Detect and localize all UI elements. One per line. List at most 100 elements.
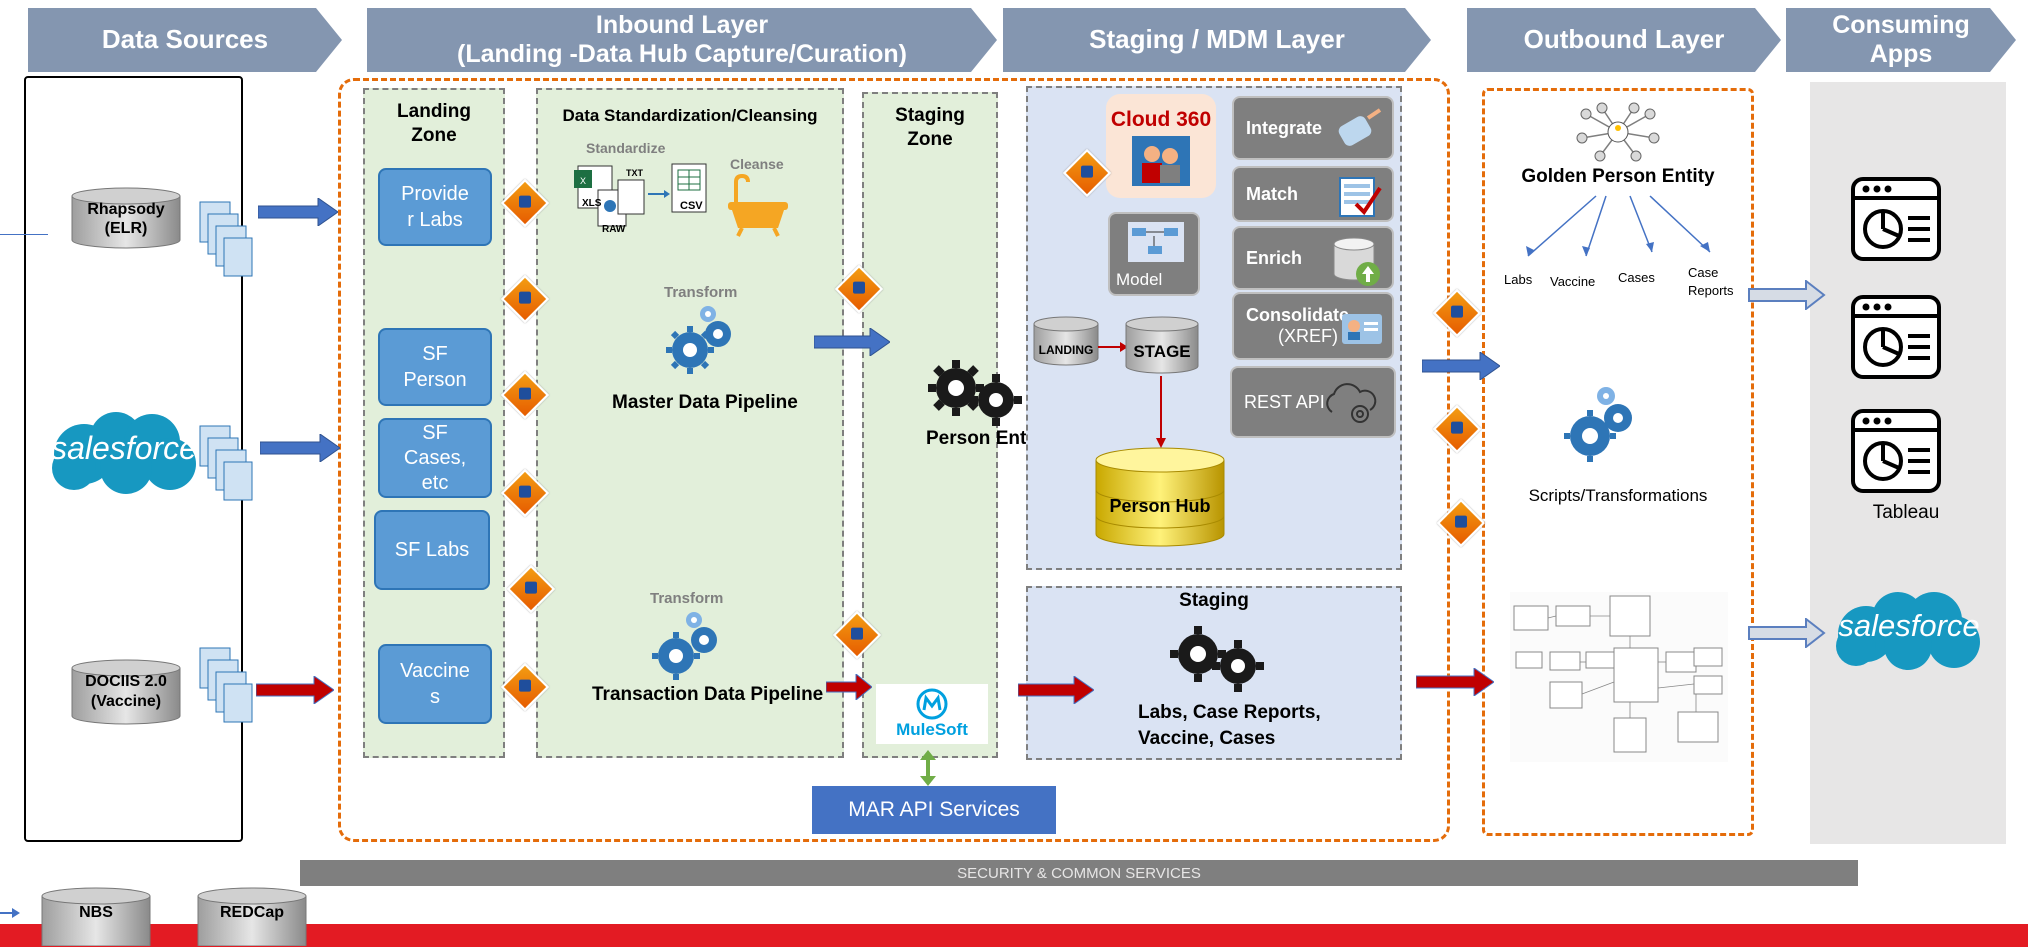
- black-gears-icon: [928, 360, 1022, 426]
- id-card-icon: [1342, 314, 1382, 344]
- file-raw-label: RAW: [602, 224, 626, 235]
- header-inbound-line2: (Landing -Data Hub Capture/Curation): [457, 40, 907, 68]
- stage-to-hub-arrow: [1156, 376, 1166, 448]
- header-inbound-layer: Inbound Layer (Landing -Data Hub Capture…: [367, 8, 997, 72]
- header-consuming-apps: Consuming Apps: [1786, 8, 2016, 72]
- scripts-transformations-label: Scripts/Transformations: [1528, 486, 1708, 505]
- security-common-services-label: SECURITY & COMMON SERVICES: [957, 864, 1201, 882]
- mulesoft-label: MuleSoft: [896, 720, 968, 739]
- outbound-case-reports-line2: Reports: [1688, 282, 1734, 298]
- integrate-label: Integrate: [1246, 117, 1323, 138]
- header-outbound-label: Outbound Layer: [1523, 24, 1725, 55]
- staging-box-line1: Labs, Case Reports,: [1138, 702, 1321, 723]
- staging-zone-title: Staging Zone: [862, 104, 998, 152]
- file-txt-label: TXT: [626, 168, 643, 178]
- rhapsody-label-line1: Rhapsody: [87, 201, 165, 218]
- consolidate-label-line2: (XREF): [1278, 326, 1338, 346]
- plug-icon: [1338, 108, 1382, 146]
- landing-zone-title-line2: Zone: [411, 124, 457, 146]
- bottom-red-bar: [0, 924, 2028, 947]
- dociis-label: DOCIIS 2.0 (Vaccine): [70, 672, 182, 712]
- flow-arrow-outline: [1748, 280, 1826, 310]
- file-csv-label: CSV: [680, 200, 703, 212]
- gears-icon: [666, 306, 731, 374]
- dashboard-icon: [1851, 177, 1941, 261]
- inbound-staging-container: [338, 78, 1450, 842]
- outbound-cases-label: Cases: [1618, 270, 1655, 285]
- landing-item-vaccines: Vaccine s: [378, 644, 492, 724]
- integrate-box: Integrate: [1232, 96, 1394, 160]
- stacked-files-icon: [199, 647, 253, 723]
- rhapsody-label: Rhapsody (ELR): [70, 200, 182, 238]
- mulesoft-mar-connector: [920, 750, 936, 786]
- consolidate-label-line1: Consolidate: [1246, 305, 1350, 325]
- model-diagram-icon: [1128, 222, 1184, 262]
- rhapsody-label-line2: (ELR): [104, 220, 148, 238]
- standardization-title: Data Standardization/Cleansing: [562, 106, 818, 125]
- model-label: Model: [1116, 270, 1163, 289]
- model-box: Model: [1108, 212, 1200, 296]
- salesforce-consumer-label: salesforce: [1838, 608, 1980, 643]
- header-inbound-line1: Inbound Layer: [595, 11, 769, 40]
- cloud360-label: Cloud 360: [1110, 108, 1212, 131]
- golden-entity-branches: [1526, 195, 1711, 257]
- tableau-label: Tableau: [1872, 502, 1940, 523]
- gears-icon: [1564, 387, 1632, 462]
- mar-api-services-label: MAR API Services: [848, 798, 1020, 821]
- transform-label-2: Transform: [650, 590, 724, 607]
- outbound-panel: [1482, 88, 1754, 836]
- header-data-sources: Data Sources: [28, 8, 342, 72]
- flow-arrow-red: [826, 674, 872, 700]
- dashboard-icon: [1851, 409, 1941, 493]
- nbs-database-icon: [41, 887, 151, 946]
- nbs-arrow: [0, 908, 20, 918]
- staging-zone-panel: [862, 92, 998, 758]
- checklist-icon: [1339, 177, 1382, 217]
- golden-person-entity-label: Golden Person Entity: [1521, 166, 1715, 187]
- redcap-database-icon: [197, 887, 307, 946]
- landing-zone-title-line1: Landing: [397, 101, 471, 122]
- cleanse-label: Cleanse: [730, 156, 784, 172]
- flow-arrow-blue: [1422, 352, 1500, 380]
- header-staging-mdm-label: Staging / MDM Layer: [1089, 24, 1345, 55]
- landing-item-sf-cases: SF Cases, etc: [378, 418, 492, 498]
- database-up-icon: [1333, 237, 1380, 286]
- stacked-files-icon: [199, 201, 253, 277]
- stage-db-label: STAGE: [1133, 342, 1191, 361]
- staging-box-panel: [1026, 586, 1402, 760]
- security-common-services-bar: SECURITY & COMMON SERVICES: [300, 860, 1858, 886]
- match-label: Match: [1246, 183, 1299, 204]
- header-staging-mdm: Staging / MDM Layer: [1003, 8, 1431, 72]
- staging-box-line2: Vaccine, Cases: [1138, 727, 1276, 749]
- landing-db-label: LANDING: [1038, 343, 1094, 357]
- flow-arrow-red: [1018, 676, 1094, 704]
- left-connector-line: [0, 234, 48, 235]
- master-data-pipeline-label: Master Data Pipeline: [612, 392, 798, 413]
- staging-zone-title-line2: Zone: [907, 128, 953, 150]
- cloud360-box: Cloud 360: [1106, 94, 1216, 198]
- flow-arrow-blue: [814, 328, 890, 356]
- gears-icon: [652, 612, 717, 680]
- match-box: Match: [1232, 166, 1394, 222]
- staging-box-title: Staging: [1179, 590, 1249, 611]
- header-consuming-line2: Apps: [1869, 40, 1933, 68]
- salesforce-logo-icon: [52, 412, 196, 494]
- header-outbound: Outbound Layer: [1467, 8, 1781, 72]
- dociis-label-line2: (Vaccine): [90, 693, 162, 710]
- flow-arrow-red: [1416, 668, 1494, 696]
- person-entity-label: Person Entity: [926, 428, 1049, 449]
- person-hub-database-icon: [1095, 447, 1225, 547]
- header-consuming-line1: Consuming: [1832, 11, 1970, 40]
- nbs-label: NBS: [79, 904, 113, 921]
- network-people-icon: [1576, 102, 1660, 162]
- mulesoft-icon: [916, 688, 948, 720]
- stacked-files-icon: [199, 425, 253, 501]
- file-xls-label: XLS: [582, 198, 602, 209]
- transaction-data-pipeline-label: Transaction Data Pipeline: [592, 684, 824, 705]
- er-diagram-icon: [1510, 592, 1728, 762]
- flow-arrow-outline: [1748, 618, 1826, 648]
- stage-database-icon: [1125, 316, 1199, 374]
- salesforce-consumer-logo-icon: [1836, 592, 1980, 670]
- rest-api-box: REST API: [1230, 366, 1396, 438]
- landing-item-sf-labs: SF Labs: [374, 510, 490, 590]
